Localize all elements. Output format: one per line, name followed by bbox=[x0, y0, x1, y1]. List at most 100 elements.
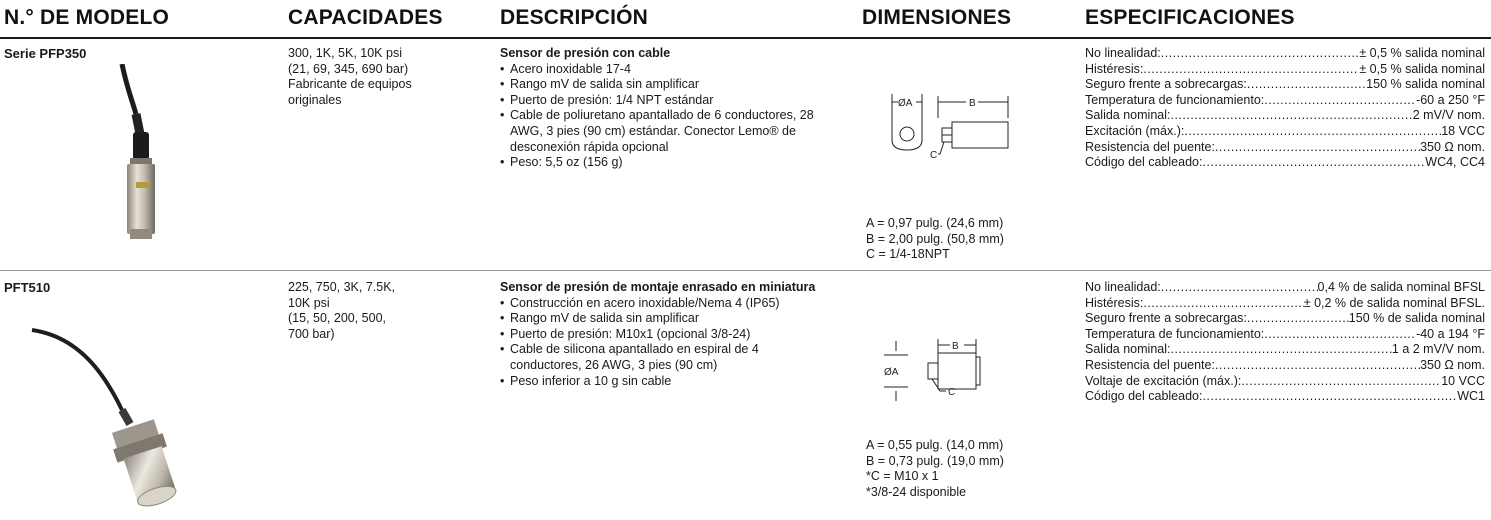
spec-label: Resistencia del puente: bbox=[1085, 139, 1215, 154]
spec-label: No linealidad: bbox=[1085, 46, 1161, 60]
spec-label: Código del cableado: bbox=[1085, 155, 1203, 170]
capacity-line: 700 bar) bbox=[288, 326, 335, 341]
dimension-line: *3/8-24 disponible bbox=[866, 484, 967, 499]
spec-value: WC1 bbox=[1457, 389, 1485, 404]
description-title: Sensor de presión de montaje enrasado en… bbox=[500, 280, 816, 294]
spec-label: Temperatura de funcionamiento: bbox=[1085, 326, 1265, 341]
list-item: Rango mV de salida sin amplificar bbox=[500, 77, 840, 93]
description-title: Sensor de presión con cable bbox=[500, 46, 671, 60]
spec-value: -40 a 194 °F bbox=[1416, 326, 1485, 341]
capacity-line: (15, 50, 200, 500, bbox=[288, 311, 386, 326]
dimension-line: *C = M10 x 1 bbox=[866, 469, 939, 484]
diagram-label-b: B bbox=[952, 341, 959, 352]
spec-row: No linealidad: ± 0,5 % salida nominal bbox=[1085, 46, 1485, 62]
spec-row: Temperatura de funcionamiento: -40 a 194 … bbox=[1085, 327, 1485, 343]
list-item: Peso inferior a 10 g sin cable bbox=[500, 374, 840, 390]
row-divider bbox=[0, 270, 1491, 271]
spec-row: Resistencia del puente: 350 Ω nom. bbox=[1085, 140, 1485, 156]
description-list: Construcción en acero inoxidable/Nema 4 … bbox=[500, 296, 840, 390]
spec-label: Salida nominal: bbox=[1085, 342, 1171, 357]
capacities-cell: 300, 1K, 5K, 10K psi (21, 69, 345, 690 b… bbox=[288, 46, 488, 108]
diagram-label-c: C bbox=[930, 150, 937, 161]
col-header-description: DESCRIPCIÓN bbox=[500, 6, 649, 29]
dimension-line: B = 2,00 pulg. (50,8 mm) bbox=[866, 231, 1004, 246]
list-item: Acero inoxidable 17-4 bbox=[500, 62, 840, 78]
spec-value: 150 % de salida nominal bbox=[1348, 311, 1485, 326]
dimension-diagram-pfp350: ØA B C bbox=[878, 88, 1028, 168]
spec-row: Código del cableado:WC1 bbox=[1085, 389, 1485, 405]
list-item: Cable de poliuretano apantallado de 6 co… bbox=[500, 108, 815, 155]
capacity-line: originales bbox=[288, 92, 342, 107]
spec-value: ± 0,2 % de salida nominal BFSL. bbox=[1303, 295, 1485, 310]
col-header-dimensions: DIMENSIONES bbox=[862, 6, 1012, 29]
spec-row: Histéresis:± 0,5 % salida nominal bbox=[1085, 62, 1485, 78]
table-header: N.° DE MODELO CAPACIDADES DESCRIPCIÓN DI… bbox=[0, 0, 1491, 38]
spec-label: Salida nominal: bbox=[1085, 108, 1171, 123]
spec-value: 150 % salida nominal bbox=[1366, 77, 1485, 92]
model-name: PFT510 bbox=[4, 280, 51, 295]
capacity-line: 10K psi bbox=[288, 295, 330, 310]
spec-label: Temperatura de funcionamiento: bbox=[1085, 92, 1265, 107]
spec-label: Histéresis: bbox=[1085, 295, 1144, 310]
dimension-line: A = 0,55 pulg. (14,0 mm) bbox=[866, 438, 1004, 452]
spec-row: Seguro frente a sobrecargas: 150 % salida… bbox=[1085, 77, 1485, 93]
spec-value: 10 VCC bbox=[1441, 373, 1485, 388]
specifications-cell: No linealidad: ± 0,5 % salida nominal His… bbox=[1085, 46, 1485, 171]
spec-label: Excitación (máx.): bbox=[1085, 123, 1185, 138]
spec-label: Seguro frente a sobrecargas: bbox=[1085, 77, 1247, 92]
spec-label: Resistencia del puente: bbox=[1085, 357, 1215, 372]
col-header-specifications: ESPECIFICACIONES bbox=[1085, 6, 1295, 29]
spec-value: ± 0,5 % salida nominal bbox=[1359, 46, 1485, 60]
description-list: Acero inoxidable 17-4 Rango mV de salida… bbox=[500, 62, 840, 171]
spec-label: Voltaje de excitación (máx.): bbox=[1085, 373, 1242, 388]
spec-row: Excitación (máx.): 18 VCC bbox=[1085, 124, 1485, 140]
description-cell: Sensor de presión con cable Acero inoxid… bbox=[500, 46, 840, 171]
spec-value: 350 Ω nom. bbox=[1420, 139, 1485, 154]
list-item: Puerto de presión: 1/4 NPT estándar bbox=[500, 93, 840, 109]
spec-label: Seguro frente a sobrecargas: bbox=[1085, 311, 1247, 326]
spec-label: Histéresis: bbox=[1085, 61, 1144, 76]
spec-row: Histéresis: ± 0,2 % de salida nominal BFS… bbox=[1085, 296, 1485, 312]
capacity-line: 225, 750, 3K, 7.5K, bbox=[288, 280, 396, 294]
dimensions-cell: A = 0,55 pulg. (14,0 mm) B = 0,73 pulg. … bbox=[866, 438, 1004, 500]
diagram-label-c: C bbox=[948, 387, 955, 398]
sensor-image-icon bbox=[31, 328, 177, 507]
dimension-line: C = 1/4-18NPT bbox=[866, 247, 950, 262]
spec-value: 18 VCC bbox=[1441, 123, 1485, 138]
product-photo-pft510 bbox=[30, 320, 200, 515]
list-item: Construcción en acero inoxidable/Nema 4 … bbox=[500, 296, 815, 312]
col-header-model: N.° DE MODELO bbox=[4, 6, 170, 29]
spec-row: No linealidad: 0,4 % de salida nominal BF… bbox=[1085, 280, 1485, 296]
spec-row: Voltaje de excitación (máx.): 10 VCC bbox=[1085, 374, 1485, 390]
list-item: Rango mV de salida sin amplificar bbox=[500, 311, 840, 327]
dimension-diagram-pft510: ØA B C bbox=[880, 335, 1010, 405]
spec-value: 350 Ω nom. bbox=[1420, 357, 1485, 372]
list-item: Cable de silicona apantallado en espiral… bbox=[500, 342, 830, 373]
list-item: Puerto de presión: M10x1 (opcional 3/8-2… bbox=[500, 327, 840, 343]
diagram-label-a: ØA bbox=[884, 367, 899, 378]
sensor-image-icon bbox=[119, 63, 155, 239]
spec-value: -60 a 250 °F bbox=[1416, 92, 1485, 107]
product-photo-pfp350 bbox=[100, 63, 180, 244]
spec-value: 0,4 % de salida nominal BFSL bbox=[1317, 280, 1485, 294]
spec-label: No linealidad: bbox=[1085, 280, 1161, 294]
spec-row: Salida nominal:1 a 2 mV/V nom. bbox=[1085, 342, 1485, 358]
diagram-label-a: ØA bbox=[898, 98, 913, 109]
spec-value: 2 mV/V nom. bbox=[1412, 108, 1485, 123]
spec-row: Resistencia del puente: 350 Ω nom. bbox=[1085, 358, 1485, 374]
spec-row: Seguro frente a sobrecargas: 150 % de sal… bbox=[1085, 311, 1485, 327]
dimension-line: B = 0,73 pulg. (19,0 mm) bbox=[866, 453, 1004, 468]
capacity-line: Fabricante de equipos bbox=[288, 77, 412, 92]
capacity-line: 300, 1K, 5K, 10K psi bbox=[288, 46, 402, 60]
spec-row: Salida nominal: 2 mV/V nom. bbox=[1085, 108, 1485, 124]
spec-row: Temperatura de funcionamiento: -60 a 250 … bbox=[1085, 93, 1485, 109]
model-name: Serie PFP350 bbox=[4, 46, 87, 61]
diagram-label-b: B bbox=[969, 98, 976, 109]
specifications-cell: No linealidad: 0,4 % de salida nominal BF… bbox=[1085, 280, 1485, 405]
dimension-line: A = 0,97 pulg. (24,6 mm) bbox=[866, 216, 1004, 230]
spec-row: Código del cableado:WC4, CC4 bbox=[1085, 155, 1485, 171]
capacities-cell: 225, 750, 3K, 7.5K, 10K psi (15, 50, 200… bbox=[288, 280, 488, 342]
description-cell: Sensor de presión de montaje enrasado en… bbox=[500, 280, 840, 389]
capacity-line: (21, 69, 345, 690 bar) bbox=[288, 61, 409, 76]
dimensions-cell: A = 0,97 pulg. (24,6 mm) B = 2,00 pulg. … bbox=[866, 216, 1004, 263]
